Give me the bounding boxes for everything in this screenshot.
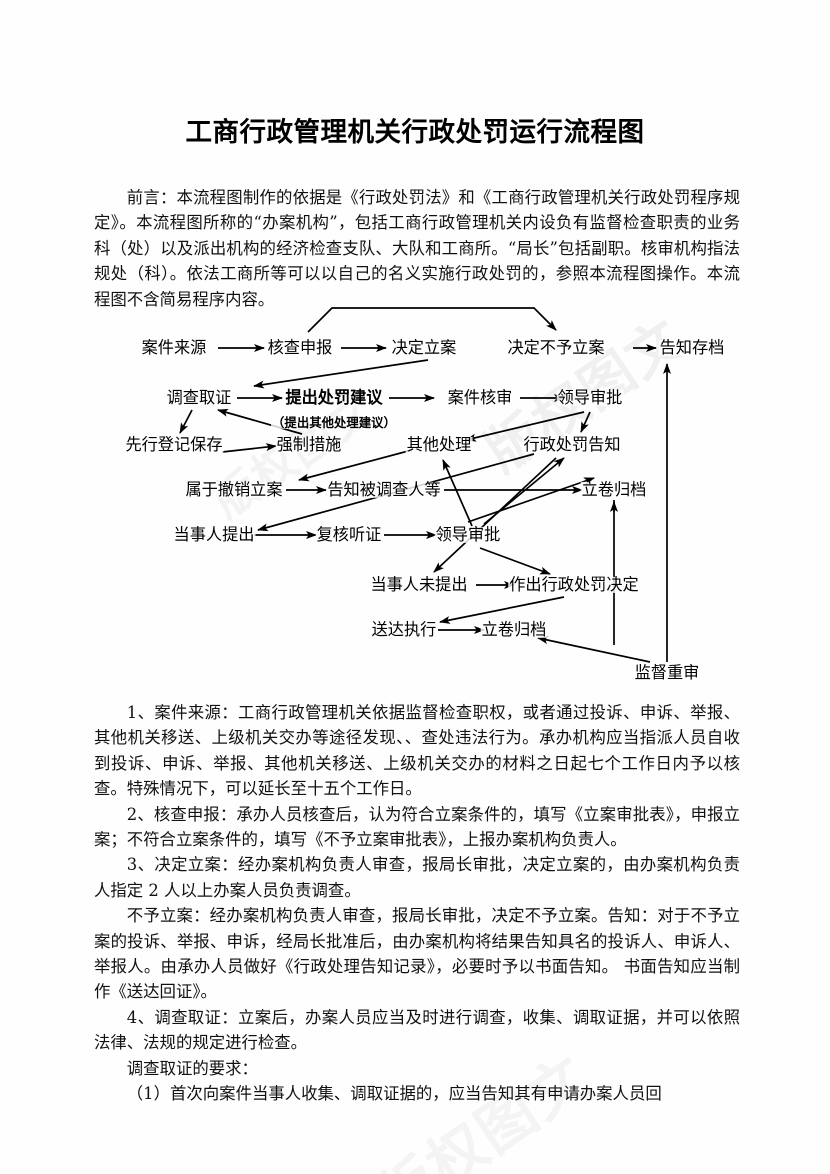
flow-node: 调查取证 bbox=[165, 387, 233, 407]
flow-node: 领导审批 bbox=[434, 524, 502, 544]
flow-node: 核查申报 bbox=[266, 337, 334, 357]
flow-node: 其他处理 bbox=[405, 434, 473, 454]
flow-node: 复核听证 bbox=[315, 524, 383, 544]
body-paragraph: 1、案件来源：工商行政管理机关依据监督检查职权，或者通过投诉、申诉、举报、其他机… bbox=[94, 703, 740, 799]
flow-node: 提出处罚建议 bbox=[284, 387, 384, 407]
flow-node: 监督重审 bbox=[633, 662, 701, 682]
flow-node: 强制措施 bbox=[275, 434, 343, 454]
flow-node: 行政处罚告知 bbox=[522, 434, 622, 454]
flow-node: 当事人未提出 bbox=[369, 574, 469, 594]
body-paragraph: 2、核查申报：承办人员核查后，认为符合立案条件的，填写《立案审批表》，申报立案；… bbox=[94, 804, 740, 850]
flow-node: 告知被调查人等 bbox=[326, 479, 442, 499]
flow-node: 案件核审 bbox=[446, 387, 514, 407]
body-block: 1、案件来源：工商行政管理机关依据监督检查职权，或者通过投诉、申诉、举报、其他机… bbox=[94, 700, 740, 1107]
flow-node: 送达执行 bbox=[370, 619, 438, 639]
flow-node: 决定立案 bbox=[390, 337, 458, 357]
flow-node: 当事人提出 bbox=[172, 524, 256, 544]
flow-node: 案件来源 bbox=[140, 337, 208, 357]
flow-node: 告知存档 bbox=[658, 337, 726, 357]
flow-node: 属于撤销立案 bbox=[184, 479, 284, 499]
preface-paragraph: 前言：本流程图制作的依据是《行政处罚法》和《工商行政管理机关行政处罚程序规定》。… bbox=[94, 188, 740, 309]
body-paragraph: 不予立案：经办案机构负责人审查，报局长审批，决定不予立案。告知：对于不予立案的投… bbox=[94, 906, 740, 1002]
flow-node: 立卷归档 bbox=[480, 619, 548, 639]
flowchart: 案件来源核查申报决定立案决定不予立案告知存档调查取证提出处罚建议案件核审领导审批… bbox=[94, 300, 740, 690]
flow-node: 决定不予立案 bbox=[506, 337, 606, 357]
page-title: 工商行政管理机关行政处罚运行流程图 bbox=[185, 117, 645, 148]
body-paragraph: 3、决定立案：经办案机构负责人审查，报局长审批，决定立案的，由办案机构负责人指定… bbox=[94, 855, 740, 900]
flow-node: 领导审批 bbox=[556, 387, 624, 407]
body-paragraph: 调查取证的要求： bbox=[126, 1058, 258, 1078]
body-paragraph: 4、调查取证：立案后，办案人员应当及时进行调查，收集、调取证据，并可以依照法律、… bbox=[94, 1007, 740, 1053]
flow-node: 立卷归档 bbox=[580, 479, 648, 499]
flow-node: 先行登记保存 bbox=[124, 434, 224, 454]
body-paragraph: （1）首次向案件当事人收集、调取证据的，应当告知其有申请办案人员回 bbox=[126, 1084, 662, 1104]
preface-block: 前言：本流程图制作的依据是《行政处罚法》和《工商行政管理机关行政处罚程序规定》。… bbox=[94, 185, 740, 312]
flow-node: 作出行政处罚决定 bbox=[508, 574, 640, 594]
flow-node: （提出其他处理建议） bbox=[271, 414, 397, 430]
